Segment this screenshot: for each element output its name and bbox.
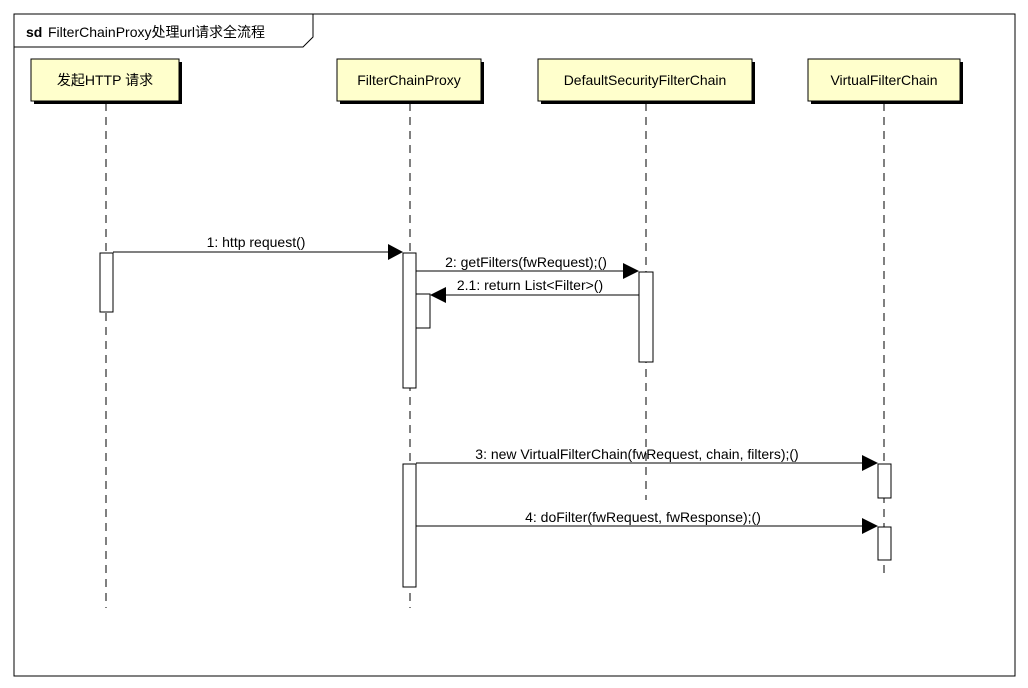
arrow-head-icon [862, 518, 878, 534]
message-label: 1: http request() [207, 234, 306, 250]
message-do-filter[interactable]: 4: doFilter(fwRequest, fwResponse);() [416, 509, 878, 534]
lifeline-virtual-chain-header[interactable]: VirtualFilterChain [807, 58, 963, 104]
lifeline-client-label: 发起HTTP 请求 [57, 72, 153, 88]
activation-virtual-chain-1 [877, 463, 892, 499]
frame-title: FilterChainProxy处理url请求全流程 [48, 24, 265, 40]
activation-proxy-nested [415, 293, 431, 329]
activation-virtual-chain-2 [877, 526, 892, 561]
arrow-head-icon [862, 455, 878, 471]
message-label: 2: getFilters(fwRequest);() [445, 254, 607, 270]
lifeline-default-chain-label: DefaultSecurityFilterChain [564, 72, 727, 88]
message-get-filters[interactable]: 2: getFilters(fwRequest);() [416, 254, 639, 279]
message-label: 3: new VirtualFilterChain(fwRequest, cha… [475, 446, 798, 462]
activation-client [99, 252, 114, 313]
lifeline-proxy-label: FilterChainProxy [357, 72, 460, 88]
message-label: 2.1: return List<Filter>() [457, 277, 603, 293]
diagram-frame [13, 13, 1016, 677]
lifeline-proxy-header[interactable]: FilterChainProxy [336, 58, 484, 104]
lifeline-virtual-chain-label: VirtualFilterChain [830, 72, 937, 88]
activation-proxy-2 [402, 463, 417, 588]
activation-default-chain [638, 271, 654, 363]
frame-tab [13, 13, 314, 48]
message-return-filters[interactable]: 2.1: return List<Filter>() [430, 277, 639, 303]
arrow-head-icon [430, 287, 446, 303]
arrow-head-icon [388, 244, 403, 260]
lifeline-default-chain-header[interactable]: DefaultSecurityFilterChain [537, 58, 755, 104]
frame-keyword: sd [26, 24, 42, 40]
activation-proxy-1 [402, 252, 417, 389]
message-new-virtual-chain[interactable]: 3: new VirtualFilterChain(fwRequest, cha… [416, 446, 878, 471]
message-label: 4: doFilter(fwRequest, fwResponse);() [525, 509, 761, 525]
arrow-head-icon [623, 263, 639, 279]
lifeline-client-header[interactable]: 发起HTTP 请求 [30, 58, 182, 104]
message-http-request[interactable]: 1: http request() [113, 234, 403, 260]
